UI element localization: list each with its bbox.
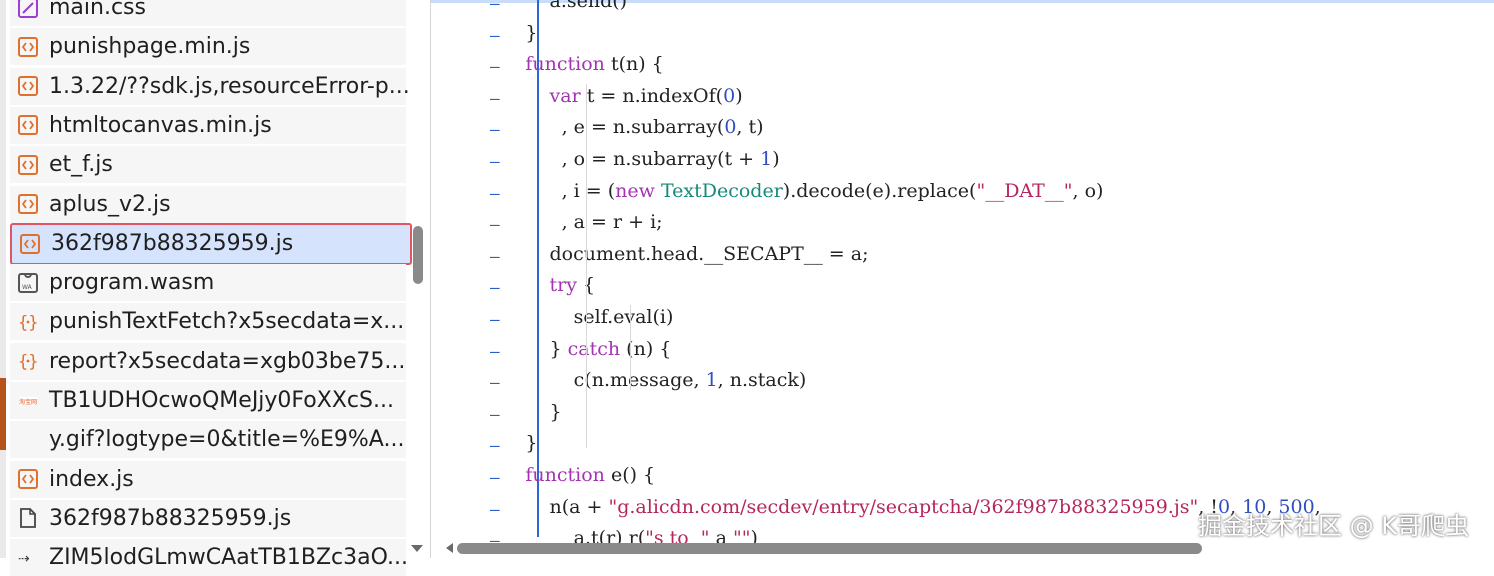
gutter-marker: – [490, 531, 500, 551]
file-item-label: punishpage.min.js [49, 34, 251, 60]
file-item-label: 362f987b88325959.js [49, 505, 292, 531]
gutter-marker: – [490, 373, 500, 393]
file-item-label: main.css [49, 0, 146, 20]
code-line[interactable]: } [501, 400, 562, 423]
script-file-icon [18, 36, 38, 57]
script-file-icon [18, 115, 38, 136]
file-item-label: y.gif?logtype=0&title=%E9%A... [49, 427, 405, 453]
file-item[interactable]: et_f.js [10, 146, 406, 184]
svg-text:WA: WA [22, 284, 33, 291]
css-file-icon [18, 0, 38, 18]
gutter-marker: – [490, 120, 500, 140]
file-item-label: punishTextFetch?x5secdata=x... [49, 309, 405, 335]
gutter-marker: – [490, 310, 500, 329]
wasm-file-icon: WA [18, 272, 38, 293]
file-item-label: ZIM5lodGLmwCAatTB1BZc3aO... [49, 545, 408, 571]
file-item[interactable]: 淘宝网 TB1UDHOcwoQMeJjy0FoXXcS... [10, 382, 406, 419]
file-item-label: htmltocanvas.min.js [49, 112, 272, 138]
svg-text:淘宝网: 淘宝网 [19, 398, 37, 406]
code-line[interactable]: n(a + "g.alicdn.com/secdev/entry/secaptc… [501, 495, 1321, 518]
fetch-request-icon: {} [18, 312, 38, 333]
file-item[interactable]: index.js [10, 460, 406, 498]
code-line[interactable]: a.send() [501, 0, 628, 12]
file-item[interactable]: 362f987b88325959.js [10, 499, 406, 537]
gutter-marker: – [490, 246, 500, 266]
gutter-marker: – [490, 183, 500, 203]
gutter-marker: – [490, 278, 500, 298]
code-line[interactable]: , o = n.subarray(t + 1) [501, 148, 780, 170]
gutter-marker: – [490, 152, 500, 171]
scroll-left-arrow-icon[interactable] [446, 543, 453, 553]
file-item[interactable]: y.gif?logtype=0&title=%E9%A... [10, 421, 406, 459]
gutter-marker: – [490, 88, 500, 108]
current-line-highlight [431, 0, 1494, 3]
file-item[interactable]: WA program.wasm [10, 264, 406, 302]
file-item-label: TB1UDHOcwoQMeJjy0FoXXcS... [49, 388, 394, 413]
file-list-panel: main.css punishpage.min.js 1.3.22/??sdk.js… [0, 0, 412, 576]
gutter-marker: – [490, 499, 500, 519]
file-item[interactable]: aplus_v2.js [10, 185, 406, 223]
scope-guide [537, 0, 539, 537]
code-line[interactable]: } [501, 21, 538, 44]
redirect-icon: ⇢ [18, 548, 38, 568]
gutter-marker: – [490, 341, 500, 361]
gutter-marker: – [490, 0, 500, 13]
script-file-icon [20, 233, 40, 254]
file-item[interactable]: htmltocanvas.min.js [10, 106, 406, 144]
code-editor[interactable]: – a.send()– }– function t(n) {– var t = … [431, 0, 1494, 558]
scroll-down-arrow-icon[interactable] [410, 540, 424, 554]
file-item-label: 362f987b88325959.js [51, 231, 294, 257]
code-line[interactable]: var t = n.indexOf(0) [549, 84, 743, 107]
file-item[interactable]: ⇢ ZIM5lodGLmwCAatTB1BZc3aO... [10, 539, 408, 576]
code-line[interactable]: document.head.__SECAPT__ = a; [501, 242, 869, 265]
left-edge-strip [0, 0, 6, 558]
fetch-request-icon: {} [18, 351, 38, 372]
code-line[interactable]: } catch (n) { [501, 337, 672, 360]
file-item-label: program.wasm [49, 270, 215, 296]
script-file-icon [18, 194, 38, 214]
code-line[interactable]: c(n.message, 1, n.stack) [501, 369, 807, 392]
file-item[interactable]: punishpage.min.js [10, 28, 406, 66]
file-item-label: 1.3.22/??sdk.js,resourceError-p... [49, 73, 410, 99]
file-item[interactable]: main.css [10, 0, 406, 26]
indent-guide [630, 305, 631, 390]
image-file-icon: 淘宝网 [18, 391, 38, 411]
file-item-selected[interactable]: 362f987b88325959.js [10, 222, 412, 265]
code-line[interactable]: self.eval(i) [501, 306, 674, 328]
gutter-marker: – [490, 404, 500, 424]
file-item-label: et_f.js [49, 152, 113, 178]
file-item[interactable]: {} punishTextFetch?x5secdata=x... [10, 303, 406, 341]
script-file-icon [18, 154, 38, 175]
pane-divider[interactable] [430, 0, 431, 558]
gutter-marker: – [490, 436, 500, 456]
file-item-label: index.js [49, 466, 134, 492]
blank-icon [18, 430, 38, 450]
file-item[interactable]: {} report?x5secdata=xgb03be75... [10, 342, 406, 380]
script-file-icon [18, 76, 38, 97]
gutter-marker: – [490, 468, 500, 487]
watermark: 掘金技术社区 @ K哥爬虫 [1198, 512, 1469, 540]
gutter-marker: – [490, 25, 500, 45]
file-item[interactable]: 1.3.22/??sdk.js,resourceError-p... [10, 67, 410, 105]
file-item-label: report?x5secdata=xgb03be75... [49, 348, 406, 374]
code-line[interactable]: function t(n) { [525, 53, 664, 76]
gutter-marker: – [490, 215, 500, 235]
code-line[interactable]: } [501, 432, 538, 455]
code-line[interactable]: , e = n.subarray(0, t) [501, 116, 764, 139]
code-line[interactable]: try { [549, 274, 596, 297]
document-file-icon [18, 508, 38, 529]
script-file-icon [18, 469, 38, 490]
svg-text:⇢: ⇢ [18, 551, 30, 567]
code-line[interactable]: , a = r + i; [501, 211, 663, 234]
code-line[interactable]: function e() { [525, 464, 656, 486]
code-horizontal-scrollbar-thumb[interactable] [457, 543, 1202, 554]
file-list-scrollbar-thumb[interactable] [413, 226, 423, 284]
code-line[interactable]: , i = (new TextDecoder).decode(e).replac… [501, 179, 1104, 202]
gutter-marker: – [490, 57, 500, 77]
indent-guide [586, 84, 587, 448]
file-item-label: aplus_v2.js [49, 191, 171, 217]
